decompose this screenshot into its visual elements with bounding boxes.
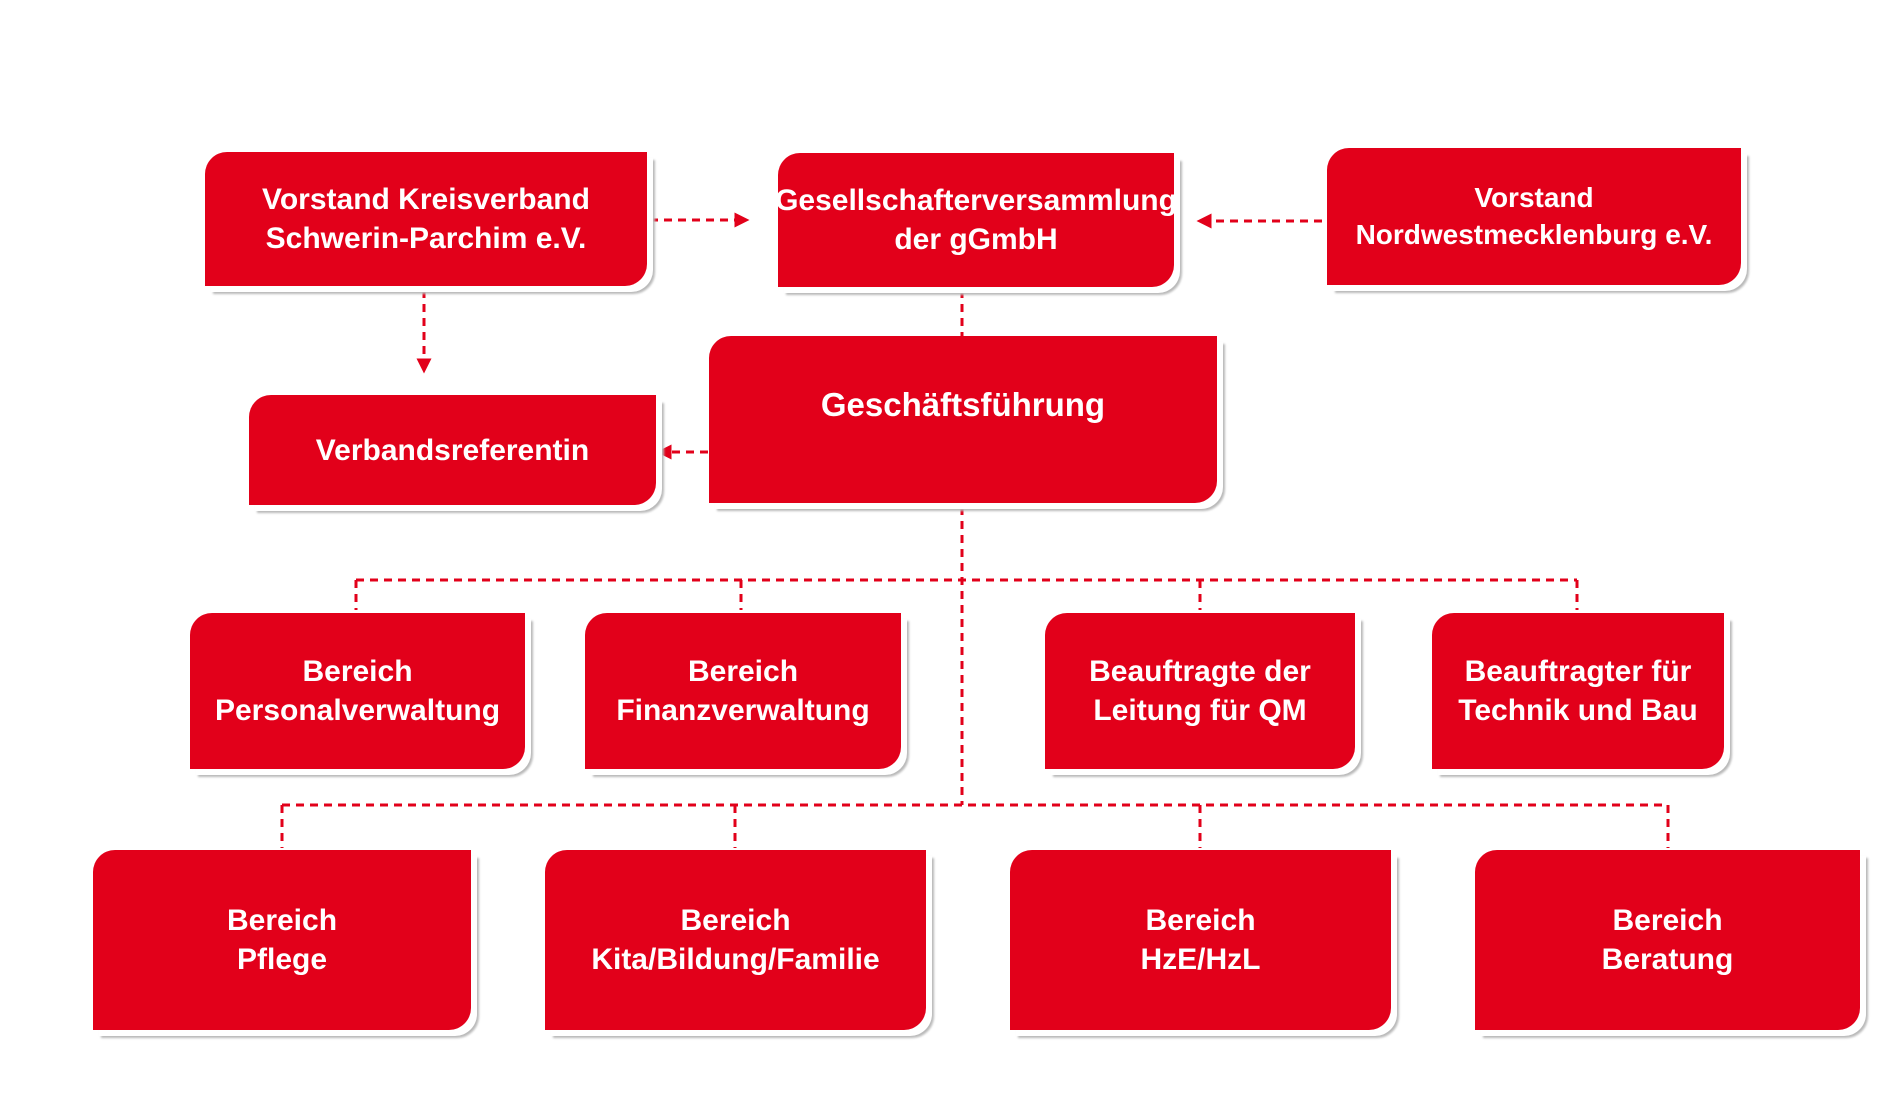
label-line: Vorstand — [1474, 182, 1594, 214]
box-beauftragter-technik-bau: Beauftragter für Technik und Bau — [1432, 613, 1724, 769]
label-line: Bereich — [680, 904, 791, 937]
box-bereich-pflege: Bereich Pflege — [93, 850, 471, 1030]
box-beauftragte-qm: Beauftragte der Leitung für QM — [1045, 613, 1355, 769]
label-line: Finanzverwaltung — [616, 694, 870, 727]
label-line: Schwerin-Parchim e.V. — [265, 222, 587, 255]
box-gesellschafterversammlung: Gesellschafterversammlung der gGmbH — [775, 153, 1177, 287]
box-bereich-kita-bildung-familie: Bereich Kita/Bildung/Familie — [545, 850, 926, 1030]
label-line: Bereich — [302, 655, 413, 688]
label-line: Bereich — [226, 904, 338, 937]
box-vorstand-kreisverband: Vorstand Kreisverband Schwerin-Parchim e… — [205, 152, 647, 286]
label-line: Gesellschafterversammlung — [775, 184, 1177, 217]
label-line: Bereich — [1612, 904, 1723, 937]
box-bereich-personalverwaltung: Bereich Personalverwaltung — [190, 613, 525, 769]
box-bereich-hze-hzl: Bereich HzE/HzL — [1010, 850, 1391, 1030]
label-line: der gGmbH — [894, 223, 1058, 256]
label-line: Leitung für QM — [1093, 694, 1307, 727]
label-line: Technik und Bau — [1458, 694, 1698, 727]
box-bereich-finanzverwaltung: Bereich Finanzverwaltung — [585, 613, 901, 769]
label-line: Personalverwaltung — [214, 694, 501, 727]
box-bereich-beratung: Bereich Beratung — [1475, 850, 1860, 1030]
label-line: Beauftragter für — [1464, 655, 1692, 688]
label-line: Verbandsreferentin — [315, 433, 590, 467]
label-line: Vorstand Kreisverband — [262, 183, 590, 216]
label-line: Nordwestmecklenburg e.V. — [1355, 218, 1713, 250]
label-line: Bereich — [687, 655, 799, 688]
box-vorstand-nordwestmecklenburg: Vorstand Nordwestmecklenburg e.V. — [1327, 148, 1741, 285]
label-line: Geschäftsführung — [820, 386, 1106, 424]
label-line: Beratung — [1601, 943, 1734, 976]
label-line: Bereich — [1145, 904, 1256, 937]
label-line: HzE/HzL — [1140, 943, 1261, 976]
box-geschaeftsfuehrung: Geschäftsführung — [709, 336, 1217, 503]
label-line: Pflege — [236, 943, 328, 976]
label-line: Beauftragte der — [1089, 655, 1311, 688]
label-line: Kita/Bildung/Familie — [591, 943, 880, 976]
box-verbandsreferentin: Verbandsreferentin — [249, 395, 656, 505]
